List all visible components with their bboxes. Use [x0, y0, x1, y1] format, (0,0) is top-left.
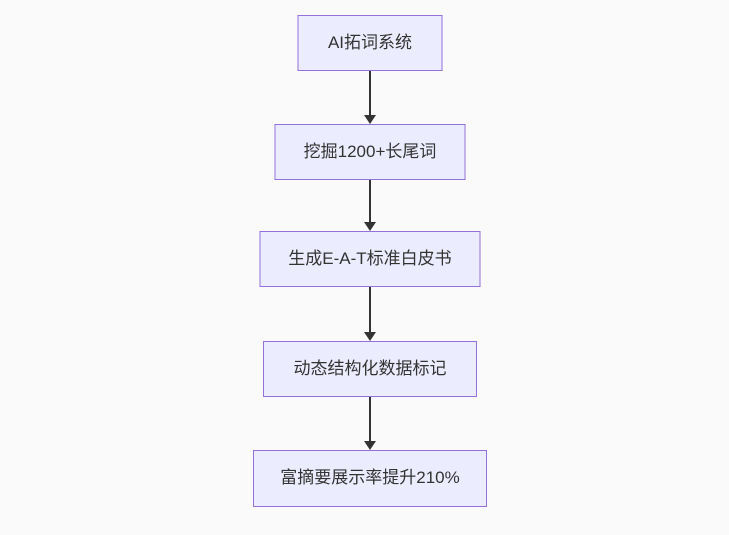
edge-connector-line [369, 71, 371, 116]
flow-node-eat-whitepaper: 生成E-A-T标准白皮书 [259, 231, 481, 287]
flow-node-label: AI拓词系统 [327, 32, 413, 52]
flow-node-rich-snippet-result: 富摘要展示率提升210% [253, 450, 487, 507]
arrowhead-down-icon [364, 115, 376, 124]
flow-node-label: 生成E-A-T标准白皮书 [288, 248, 452, 268]
edge-connector-line [369, 287, 371, 333]
flow-node-ai-word-expansion: AI拓词系统 [297, 15, 443, 71]
flow-node-label: 挖掘1200+长尾词 [303, 141, 437, 161]
flow-node-structured-data-markup: 动态结构化数据标记 [263, 341, 477, 397]
flow-node-longtail-mining: 挖掘1200+长尾词 [274, 124, 466, 180]
edge-connector-line [369, 180, 371, 223]
flow-node-label: 动态结构化数据标记 [293, 358, 447, 378]
flow-node-label: 富摘要展示率提升210% [280, 468, 460, 488]
arrowhead-down-icon [364, 441, 376, 450]
arrowhead-down-icon [364, 332, 376, 341]
arrowhead-down-icon [364, 222, 376, 231]
edge-connector-line [369, 397, 371, 442]
